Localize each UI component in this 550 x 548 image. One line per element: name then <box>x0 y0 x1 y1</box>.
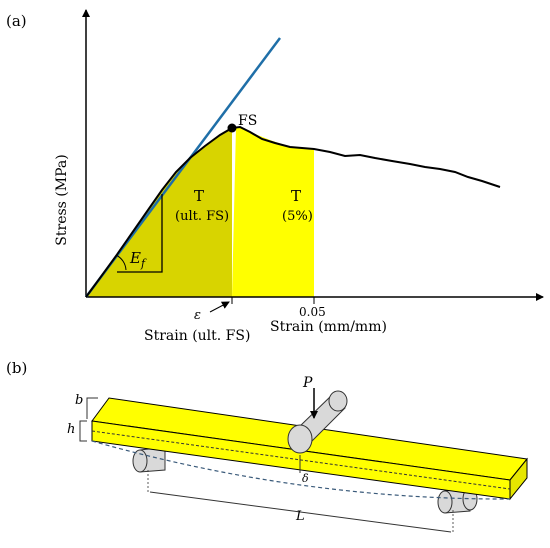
epsilon-arrow <box>209 301 230 313</box>
t-5pct-label-line1: T <box>291 187 301 205</box>
load-label: P <box>302 375 313 391</box>
beam-neutral-line <box>91 430 511 490</box>
t-ult-label-line1: T <box>194 187 204 205</box>
panel-a-label: (a) <box>6 12 27 30</box>
right-support-roller <box>437 487 478 514</box>
toughness-5pct-region <box>232 127 314 297</box>
modulus-angle-arc <box>115 254 127 271</box>
t-5pct-label-line2: (5%) <box>282 209 313 224</box>
modulus-triangle <box>117 194 163 273</box>
x-axis-label: Strain (mm/mm) <box>270 319 387 335</box>
strain-ult-label: Strain (ult. FS) <box>144 328 250 344</box>
panel-b-label: (b) <box>6 359 27 377</box>
fs-point <box>227 123 237 133</box>
beam <box>91 397 528 501</box>
span-label: L <box>295 509 305 524</box>
width-dimension <box>86 397 98 419</box>
toughness-ult-fs-region <box>86 128 232 297</box>
epsilon-label: ε <box>194 308 201 323</box>
panel-b: (b) P δ <box>6 359 528 534</box>
tick-0.05-label: 0.05 <box>299 305 326 319</box>
deflection-curve <box>91 440 511 500</box>
left-support-roller <box>132 446 166 473</box>
y-axis-label: Stress (MPa) <box>54 154 70 245</box>
deflection-label: δ <box>302 472 309 485</box>
t-ult-label-line2: (ult. FS) <box>175 209 229 224</box>
fs-label: FS <box>238 113 257 129</box>
modulus-label: Ef <box>129 249 147 270</box>
panel-a: (a) FS Ef T (ult. FS) T (5%) ε Strain (u… <box>6 9 544 344</box>
height-dimension <box>79 420 87 442</box>
beam-end-face <box>509 457 528 501</box>
span-dimension-line <box>149 491 452 533</box>
height-label: h <box>67 422 75 437</box>
stress-strain-curve <box>85 125 501 298</box>
loading-roller <box>287 390 348 454</box>
width-label: b <box>75 393 83 408</box>
